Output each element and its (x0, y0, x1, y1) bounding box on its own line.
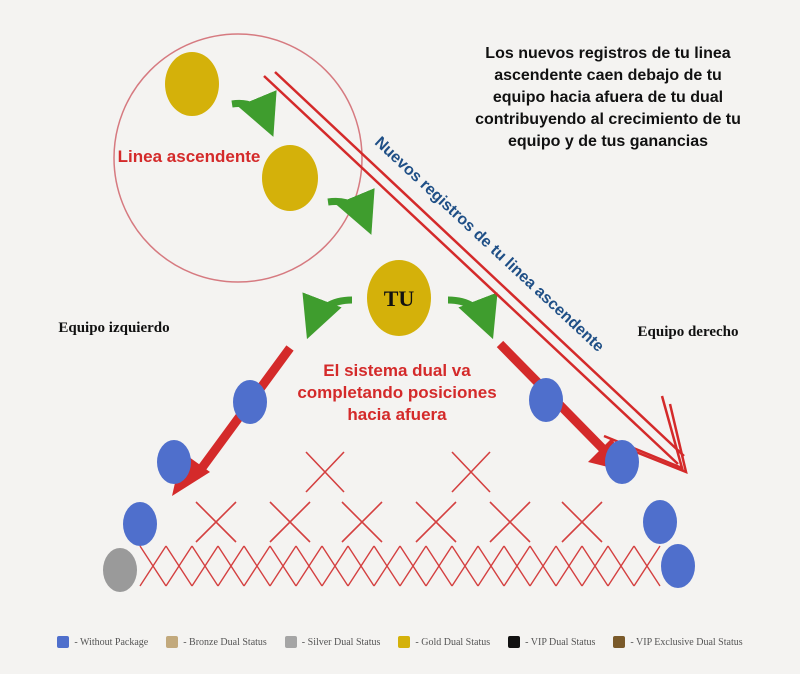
legend-item-without-package: - Without Package (57, 636, 148, 648)
green-arrow-left (302, 292, 353, 340)
description-line: equipo hacia afuera de tu dual (493, 89, 723, 106)
green-arrow-upline-1 (231, 90, 277, 137)
legend-item-silver: - Silver Dual Status (284, 636, 381, 648)
legend-swatch (57, 636, 70, 648)
center-text-line: completando posiciones (297, 383, 496, 402)
right-node-2 (605, 440, 639, 484)
you-node (367, 260, 431, 336)
left-node-silver (103, 548, 137, 592)
center-text-block: El sistema dual va completando posicione… (297, 361, 496, 424)
right-node-3 (643, 500, 677, 544)
legend-swatch (613, 636, 626, 648)
description-block: Los nuevos registros de tu linea ascende… (475, 45, 741, 150)
left-team-arrow (172, 345, 294, 496)
legend-item-vip: - VIP Dual Status (508, 636, 595, 648)
legend-swatch (166, 636, 179, 648)
description-line: Los nuevos registros de tu linea (485, 45, 730, 62)
legend-swatch (508, 636, 521, 648)
left-node-3 (123, 502, 157, 546)
green-arrow-right (447, 292, 498, 340)
upline-node-top (165, 52, 219, 116)
diagonal-red-arrow (263, 71, 688, 475)
description-line: ascendente caen debajo de tu (494, 67, 722, 84)
upline-circle (113, 33, 363, 283)
legend-label: - VIP Dual Status (525, 636, 596, 648)
dual-system-diagram: TU Linea ascendente Los nuevos registros… (58, 33, 741, 592)
legend-label: - Without Package (74, 636, 149, 648)
legend-label: - Bronze Dual Status (183, 636, 267, 648)
legend-item-gold: - Gold Dual Status (398, 636, 490, 648)
upline-label: Linea ascendente (118, 147, 261, 166)
legend-item-bronze: - Bronze Dual Status (166, 636, 267, 648)
legend-label: - Silver Dual Status (301, 636, 381, 648)
right-node-1 (529, 378, 563, 422)
legend-swatch (398, 636, 411, 648)
green-arrow-upline-2 (327, 188, 375, 235)
description-line: equipo y de tus ganancias (508, 133, 708, 150)
description-line: contribuyendo al crecimiento de tu (475, 111, 741, 128)
legend-label: - VIP Exclusive Dual Status (630, 636, 743, 648)
left-node-2 (157, 440, 191, 484)
left-team-label: Equipo izquierdo (58, 320, 169, 336)
empty-positions-row-1 (305, 451, 491, 493)
center-text-line: El sistema dual va (323, 361, 471, 380)
right-node-4 (661, 544, 695, 588)
right-team-label: Equipo derecho (638, 324, 739, 340)
legend-label: - Gold Dual Status (415, 636, 491, 648)
you-label: TU (384, 286, 415, 311)
legend-swatch (284, 636, 297, 648)
empty-positions-row-3 (139, 545, 661, 587)
center-text-line: hacia afuera (347, 405, 447, 424)
legend-item-vip-exclusive: - VIP Exclusive Dual Status (613, 636, 743, 648)
legend: - Without Package - Bronze Dual Status -… (0, 622, 800, 662)
upline-node-bottom (262, 145, 318, 211)
empty-positions-row-2 (195, 501, 603, 543)
left-node-1 (233, 380, 267, 424)
